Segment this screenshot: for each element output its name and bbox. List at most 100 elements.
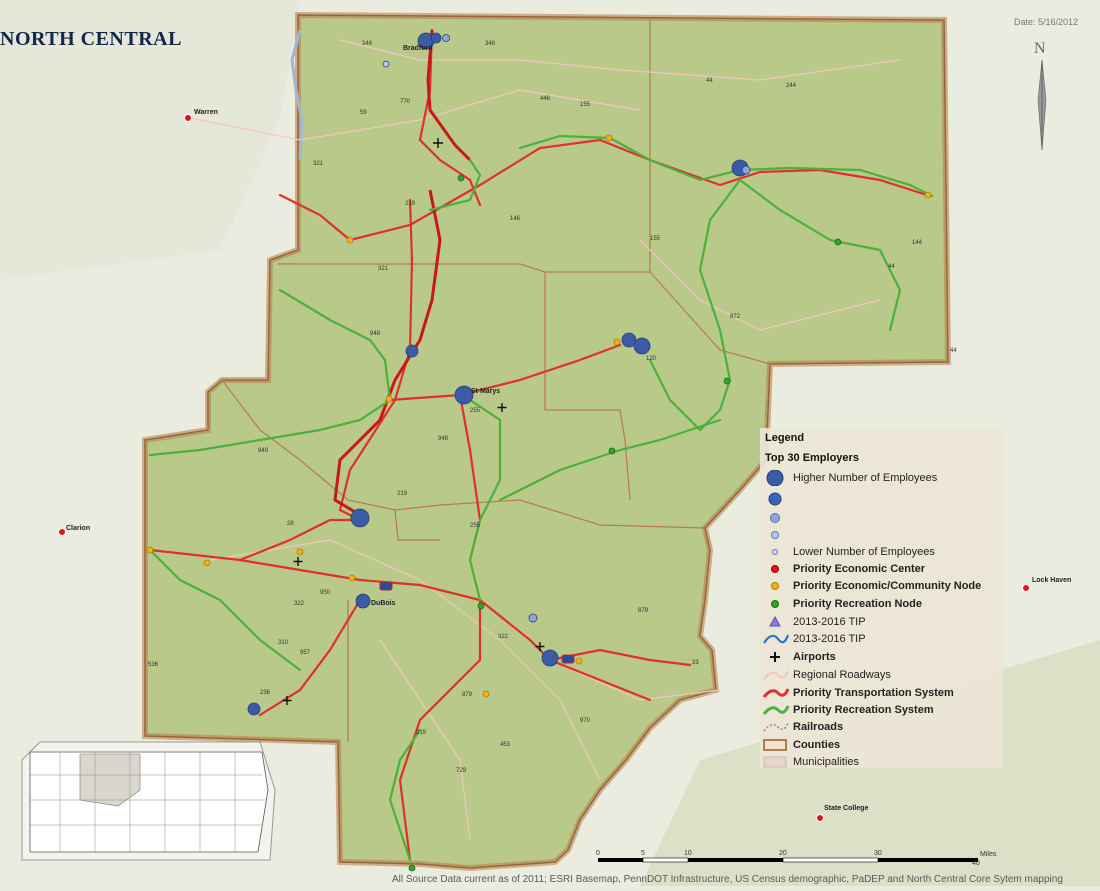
transport-route-4: [388, 343, 622, 402]
outside-terrain: [0, 0, 300, 280]
recreation-route-8: [738, 178, 902, 332]
recreation-node-icon: [771, 600, 779, 608]
route-322: 322: [294, 601, 305, 607]
north-letter: N: [1034, 40, 1046, 57]
route-321: 321: [313, 161, 324, 167]
city-label-clarion: Clarion: [66, 525, 90, 532]
route-948b: 948: [438, 436, 449, 442]
route-949: 949: [258, 448, 269, 454]
legend-label: Municipalities: [793, 756, 860, 768]
recreation-route-3: [148, 398, 392, 457]
recreation-route-6: [498, 418, 722, 502]
route-236: 236: [260, 690, 271, 696]
employer-bradford-4: [382, 60, 390, 68]
route-44: 44: [950, 348, 957, 354]
legend-item-economic-center: Priority Economic Center: [760, 561, 1003, 577]
legend-label: Priority Economic Center: [793, 563, 926, 575]
route-219c: 219: [416, 730, 427, 736]
map-date: Date: 5/16/2012: [1014, 17, 1079, 27]
node-4: [385, 395, 393, 403]
employer-xs-icon: [772, 549, 778, 555]
regional-roadways: [189, 39, 901, 841]
regional-road-icon: [763, 670, 789, 680]
interstate-80-east: [561, 654, 575, 664]
employer-ridgway: [405, 344, 419, 358]
route-453: 453: [500, 742, 511, 748]
route-28: 28: [287, 521, 294, 527]
recreation-nodes: [408, 174, 842, 872]
rec-node-4: [608, 447, 616, 455]
route-120: 120: [646, 356, 657, 362]
economic-centers: [58, 114, 1030, 822]
city-labels: Bradford Warren St Marys DuBois Clarion …: [66, 45, 1071, 812]
airport-clearfield: [535, 642, 545, 651]
employer-dubois: [355, 593, 371, 609]
transport-route-6: [238, 518, 362, 562]
road-e: [549, 659, 721, 701]
legend-label: Lower Number of Employees: [793, 546, 935, 558]
route-872: 872: [730, 314, 741, 320]
route-155b: 155: [650, 236, 661, 242]
rec-node-6: [408, 864, 416, 872]
legend-title: Legend: [765, 432, 805, 444]
route-144: 144: [912, 240, 923, 246]
railroad-icon: [763, 722, 789, 732]
recreation-route-5: [468, 398, 502, 522]
route-950: 950: [320, 590, 331, 596]
route-255: 255: [470, 523, 481, 529]
legend-item-employer-xl: Higher Number of Employees: [760, 470, 1003, 486]
route-948: 948: [370, 331, 381, 337]
major-route-1: [426, 29, 472, 162]
legend-item-employer-xs: Lower Number of Employees: [760, 544, 1003, 560]
river: [290, 29, 304, 161]
employer-emporium-1: [621, 332, 637, 348]
county-line-6: [394, 509, 440, 541]
county-line-2: [278, 263, 650, 273]
node-6: [203, 559, 211, 567]
airport-icon: [770, 652, 780, 662]
legend-label: Priority Economic/Community Node: [793, 580, 982, 592]
road-d: [379, 639, 471, 841]
scale-segment-2: [642, 857, 689, 863]
city-label-st-marys: St Marys: [471, 388, 500, 395]
legend-item-community-node: Priority Economic/Community Node: [760, 578, 1003, 594]
scale-segment-3: [688, 858, 783, 862]
scale-tick-10: 10: [684, 850, 692, 857]
employer-emporium-2: [633, 337, 651, 355]
node-11: [613, 338, 621, 346]
legend-label: 2013-2016 TIP: [793, 616, 866, 628]
county-swatch-icon: [763, 739, 787, 751]
legend-label: Priority Recreation Node: [793, 598, 922, 610]
legend-employers-title: Top 30 Employers: [765, 452, 859, 464]
route-970: 970: [580, 718, 591, 724]
legend-item-airports: Airports: [760, 649, 1003, 665]
airport-dubois: [293, 557, 303, 566]
route-219b: 219: [397, 491, 408, 497]
route-44c: 44: [706, 78, 713, 84]
employer-clearfield-2: [528, 613, 538, 623]
road-f: [639, 239, 881, 331]
node-5: [146, 546, 154, 554]
region-outline: [144, 14, 949, 869]
legend-label: 2013-2016 TIP: [793, 633, 866, 645]
transport-route-7: [258, 598, 362, 717]
route-219: 219: [405, 201, 416, 207]
legend-item-tip-point: 2013-2016 TIP: [760, 614, 1003, 630]
legend-label: Airports: [793, 651, 836, 663]
transport-route-9: [398, 598, 482, 862]
employers: [247, 32, 751, 716]
transport-route-8: [548, 648, 692, 667]
recreation-route-11: [468, 518, 482, 602]
route-146: 146: [510, 216, 521, 222]
scale-tick-40: 40: [972, 860, 980, 867]
legend-item-employer-s: [760, 527, 1003, 543]
legend-label: Railroads: [793, 721, 844, 733]
legend-item-employer-m: [760, 510, 1003, 526]
tip-line-icon: [763, 634, 790, 644]
employer-clearfield: [541, 649, 559, 667]
transport-line-icon: [762, 688, 790, 698]
node-2: [346, 236, 354, 244]
recreation-route-12: [388, 728, 422, 862]
recreation-route-9: [698, 178, 742, 382]
legend-label: Regional Roadways: [793, 669, 891, 681]
